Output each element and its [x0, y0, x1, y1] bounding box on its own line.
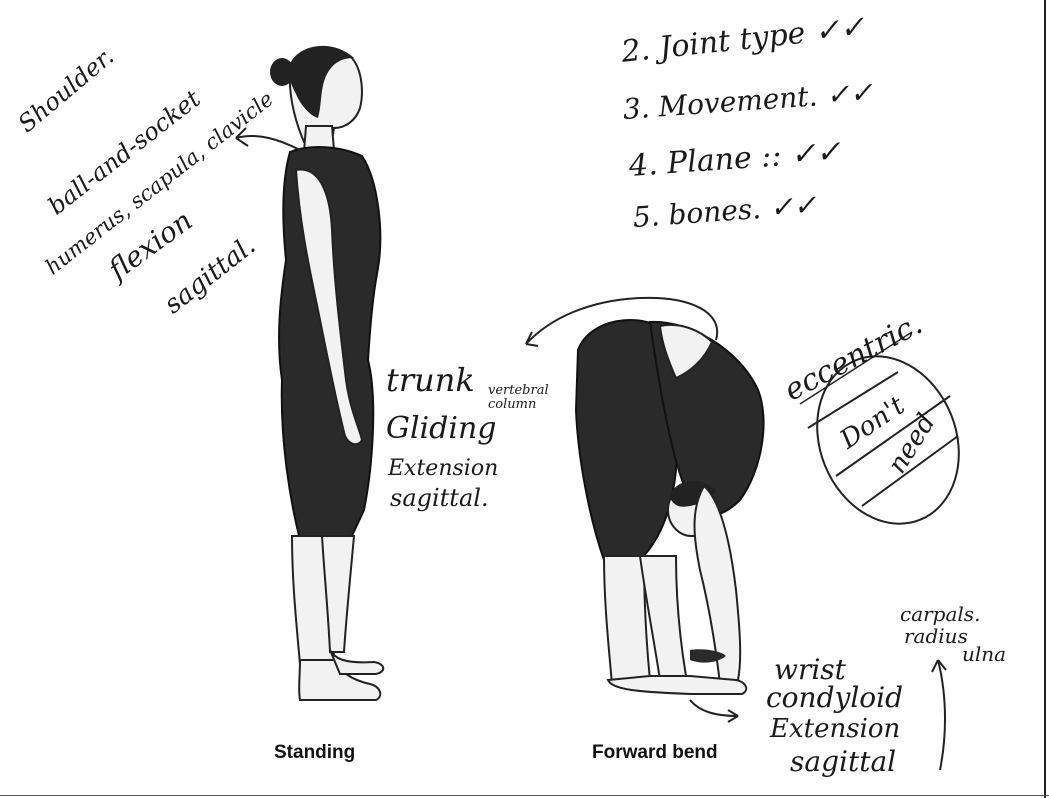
wrist-joint-label: wrist — [774, 656, 846, 684]
wrist-bones-line3: ulna — [962, 644, 1006, 664]
wrist-type-label: condyloid — [766, 684, 903, 712]
wrist-bones-line1: carpals. — [900, 604, 980, 624]
caption-forward-bend: Forward bend — [592, 742, 718, 764]
trunk-plane-label: sagittal. — [390, 486, 489, 510]
trunk-joint-label: trunk — [386, 364, 475, 396]
page-edge-right — [1044, 0, 1046, 798]
wrist-bones-line2: radius — [904, 626, 968, 646]
trunk-type-label: Gliding — [386, 414, 496, 444]
caption-standing: Standing — [274, 742, 355, 764]
trunk-movement-label: Extension — [388, 458, 498, 480]
trunk-bones-label: vertebral column — [488, 384, 584, 413]
page-edge-bottom — [0, 795, 1049, 796]
standing-figure — [236, 46, 383, 700]
wrist-movement-label: Extension — [770, 716, 900, 742]
wrist-plane-label: sagittal — [790, 748, 896, 776]
